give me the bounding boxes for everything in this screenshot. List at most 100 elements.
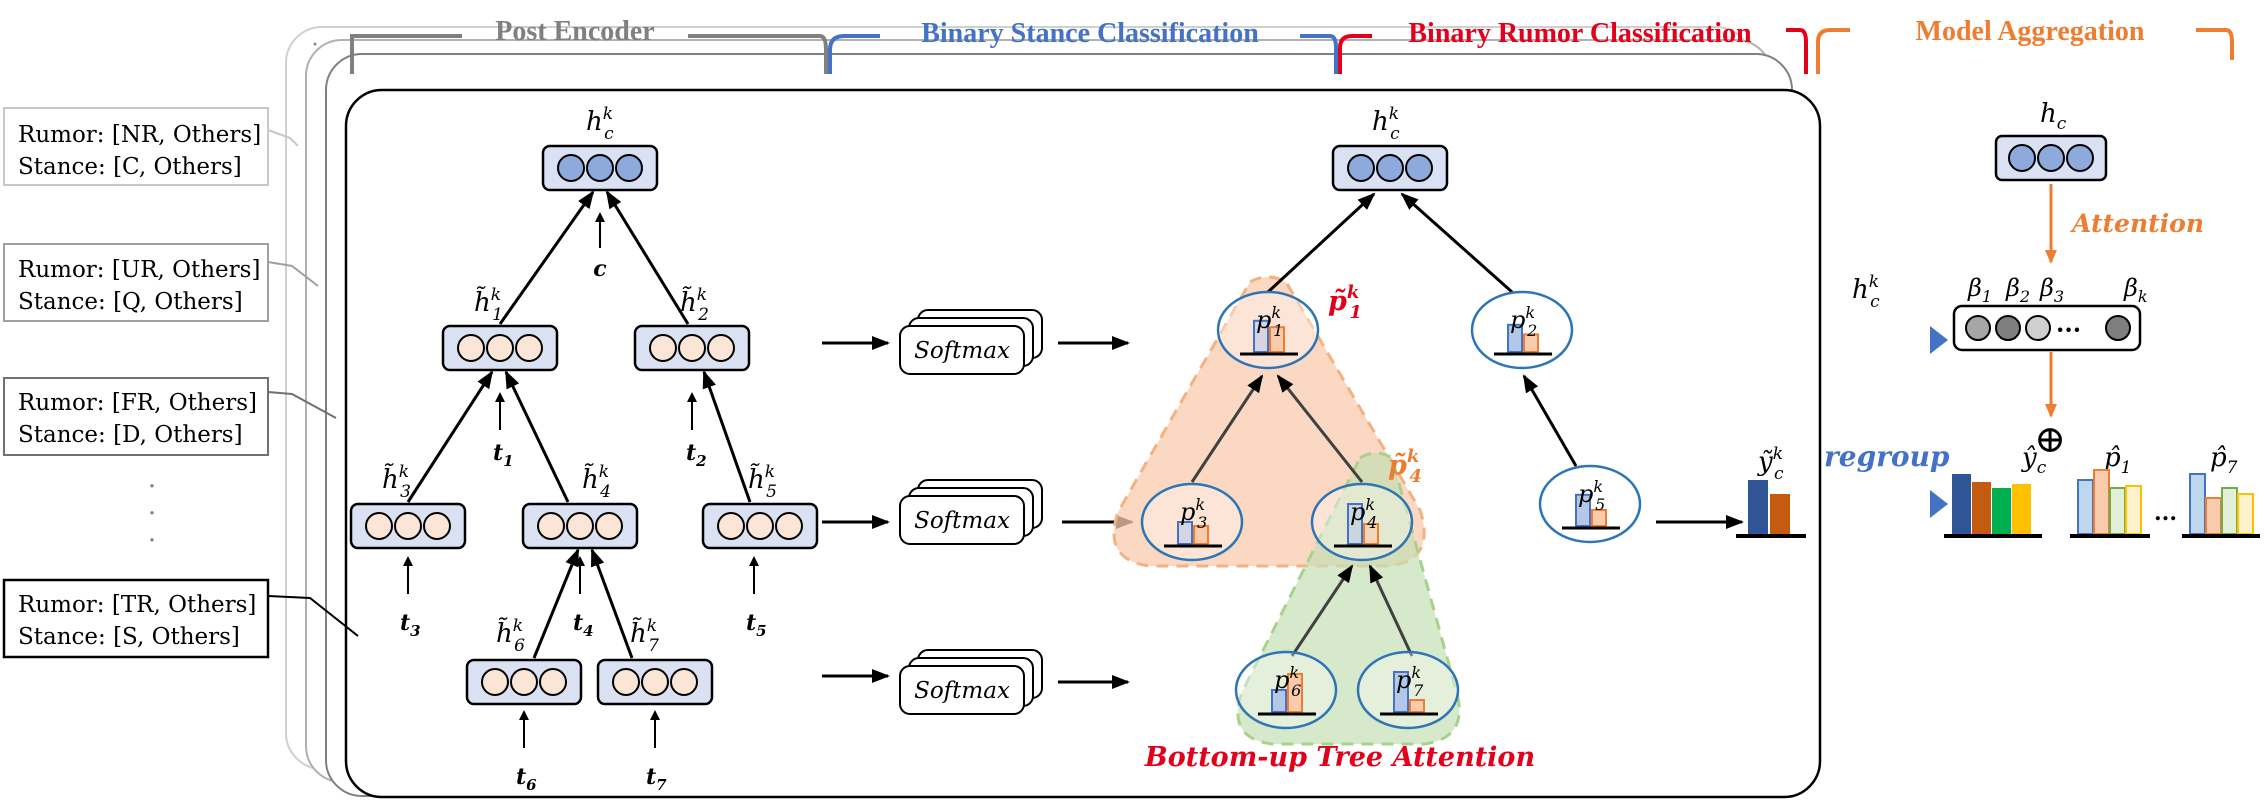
phat1-bar-4 xyxy=(2125,485,2142,535)
encoder-node-h4-unit-1 xyxy=(537,512,565,540)
beta3-b: β xyxy=(2039,274,2054,302)
prob-node-p5-bar-1 xyxy=(1575,493,1591,527)
root-sup: k xyxy=(603,104,613,124)
task-2-rumor: Rumor: [UR, Others] xyxy=(18,257,260,283)
h6-sup: k xyxy=(513,616,523,636)
encoder-node-h5 xyxy=(701,502,819,550)
encoder-node-h7-unit-1 xyxy=(612,668,640,696)
svg-text:p̃k4: p̃k4 xyxy=(1388,446,1422,487)
svg-text:p̃k1: p̃k1 xyxy=(1328,282,1362,323)
yc-k-distribution xyxy=(1736,480,1806,538)
p1-tilde-sub: 1 xyxy=(1349,302,1362,323)
h1-h: h̃ xyxy=(474,286,491,318)
phat7-bar-1 xyxy=(2189,473,2206,535)
h5-h: h̃ xyxy=(748,463,765,495)
prob-node-p2-bar-1 xyxy=(1507,323,1523,353)
agg-hck-h: h xyxy=(1852,275,1869,305)
encoder-node-h3-unit-3 xyxy=(423,512,451,540)
agg-hc-sub: c xyxy=(2057,114,2067,134)
header-rumor-classification: Binary Rumor Classification xyxy=(1408,18,1752,49)
svg-text:h̃k7: h̃k7 xyxy=(630,616,659,656)
oplus-symbol: ⊕ xyxy=(2034,417,2066,461)
h2-h: h̃ xyxy=(680,286,697,318)
input-t2: t xyxy=(686,440,696,466)
h3-h: h̃ xyxy=(382,463,399,495)
input-t4: t xyxy=(573,610,583,636)
prob-node-p2-bar-2 xyxy=(1523,333,1539,353)
vertical-dot-3: · xyxy=(148,526,156,556)
attention-edges xyxy=(1190,192,1744,657)
prob-node-p7-bar-2 xyxy=(1409,699,1425,713)
phat7-bar-4 xyxy=(2237,493,2254,535)
task-4-rumor: Rumor: [TR, Others] xyxy=(18,592,256,618)
yhat-distribution xyxy=(1944,474,2042,538)
h7-sup: k xyxy=(647,616,657,636)
svg-text:h̃k1: h̃k1 xyxy=(474,285,503,325)
svg-text:t7: t7 xyxy=(646,764,667,794)
yc-k-bar-1 xyxy=(1748,480,1768,534)
input-t7: t xyxy=(646,764,656,790)
yhat-bar-1 xyxy=(1952,474,1971,534)
p4-tilde-p: p̃ xyxy=(1388,450,1407,481)
h6-h: h̃ xyxy=(496,617,513,649)
prob-node-p7-sub: 7 xyxy=(1413,681,1424,700)
prob-node-p5-p: p xyxy=(1578,480,1593,508)
encoder-node-h3 xyxy=(349,502,467,550)
encoder-input-arrows xyxy=(403,212,759,748)
h3-sup: k xyxy=(399,462,409,482)
svg-text:βk: βk xyxy=(2123,274,2148,306)
svg-text:h̃k2: h̃k2 xyxy=(680,285,709,325)
encoder-node-h1-unit-1 xyxy=(457,334,485,362)
h1-sub: 1 xyxy=(492,305,503,325)
root-h: h xyxy=(586,107,603,137)
svg-text:t3: t3 xyxy=(400,610,421,640)
prob-node-p4-sup: k xyxy=(1365,495,1375,514)
input-t3-sub: 3 xyxy=(410,622,420,640)
encoder-node-h5-unit-2 xyxy=(746,512,774,540)
yhat-bar-3 xyxy=(1992,488,2011,534)
tree-attention-caption: Bottom-up Tree Attention xyxy=(1144,742,1535,773)
h5-sub: 5 xyxy=(766,482,777,502)
agg-hc-unit-3 xyxy=(2066,144,2094,172)
header-post-encoder: Post Encoder xyxy=(495,16,654,47)
prob-node-p1-bar-1 xyxy=(1253,319,1269,353)
yc-y: ỹ xyxy=(1757,447,1773,477)
svg-text:h̃k4: h̃k4 xyxy=(582,462,611,502)
h4-h: h̃ xyxy=(582,463,599,495)
svg-text:β3: β3 xyxy=(2039,274,2064,306)
agg-hck-sup: k xyxy=(1869,272,1879,292)
agg-hc-unit-2 xyxy=(2037,144,2065,172)
encoder-node-h2-unit-2 xyxy=(678,334,706,362)
prob-node-p4-sub: 4 xyxy=(1366,513,1377,532)
encoder-node-h7-unit-3 xyxy=(670,668,698,696)
input-t6-sub: 6 xyxy=(526,776,537,794)
p4-tilde-sub: 4 xyxy=(1409,466,1422,487)
beta-unit-k xyxy=(2105,315,2131,341)
encoder-node-root-unit-3 xyxy=(615,154,643,182)
encoder-node-root-unit-2 xyxy=(586,154,614,182)
betak-sub: k xyxy=(2138,287,2148,306)
yhat-sub: c xyxy=(2037,458,2047,478)
encoder-node-h3-unit-2 xyxy=(394,512,422,540)
attention-node-root xyxy=(1331,144,1449,192)
h4-sup: k xyxy=(599,462,609,482)
prob-node-p7-bar-1 xyxy=(1393,671,1409,713)
prob-node-p4-bar-2 xyxy=(1363,523,1379,545)
prob-node-p4-bar-1 xyxy=(1347,503,1363,545)
h4-sub: 4 xyxy=(599,482,611,502)
prob-node-p1-bar-2 xyxy=(1269,326,1285,354)
h6-sub: 6 xyxy=(514,636,525,656)
h3-sub: 3 xyxy=(400,482,411,502)
svg-text:p̂1: p̂1 xyxy=(2104,443,2131,478)
encoder-node-h2-unit-3 xyxy=(707,334,735,362)
